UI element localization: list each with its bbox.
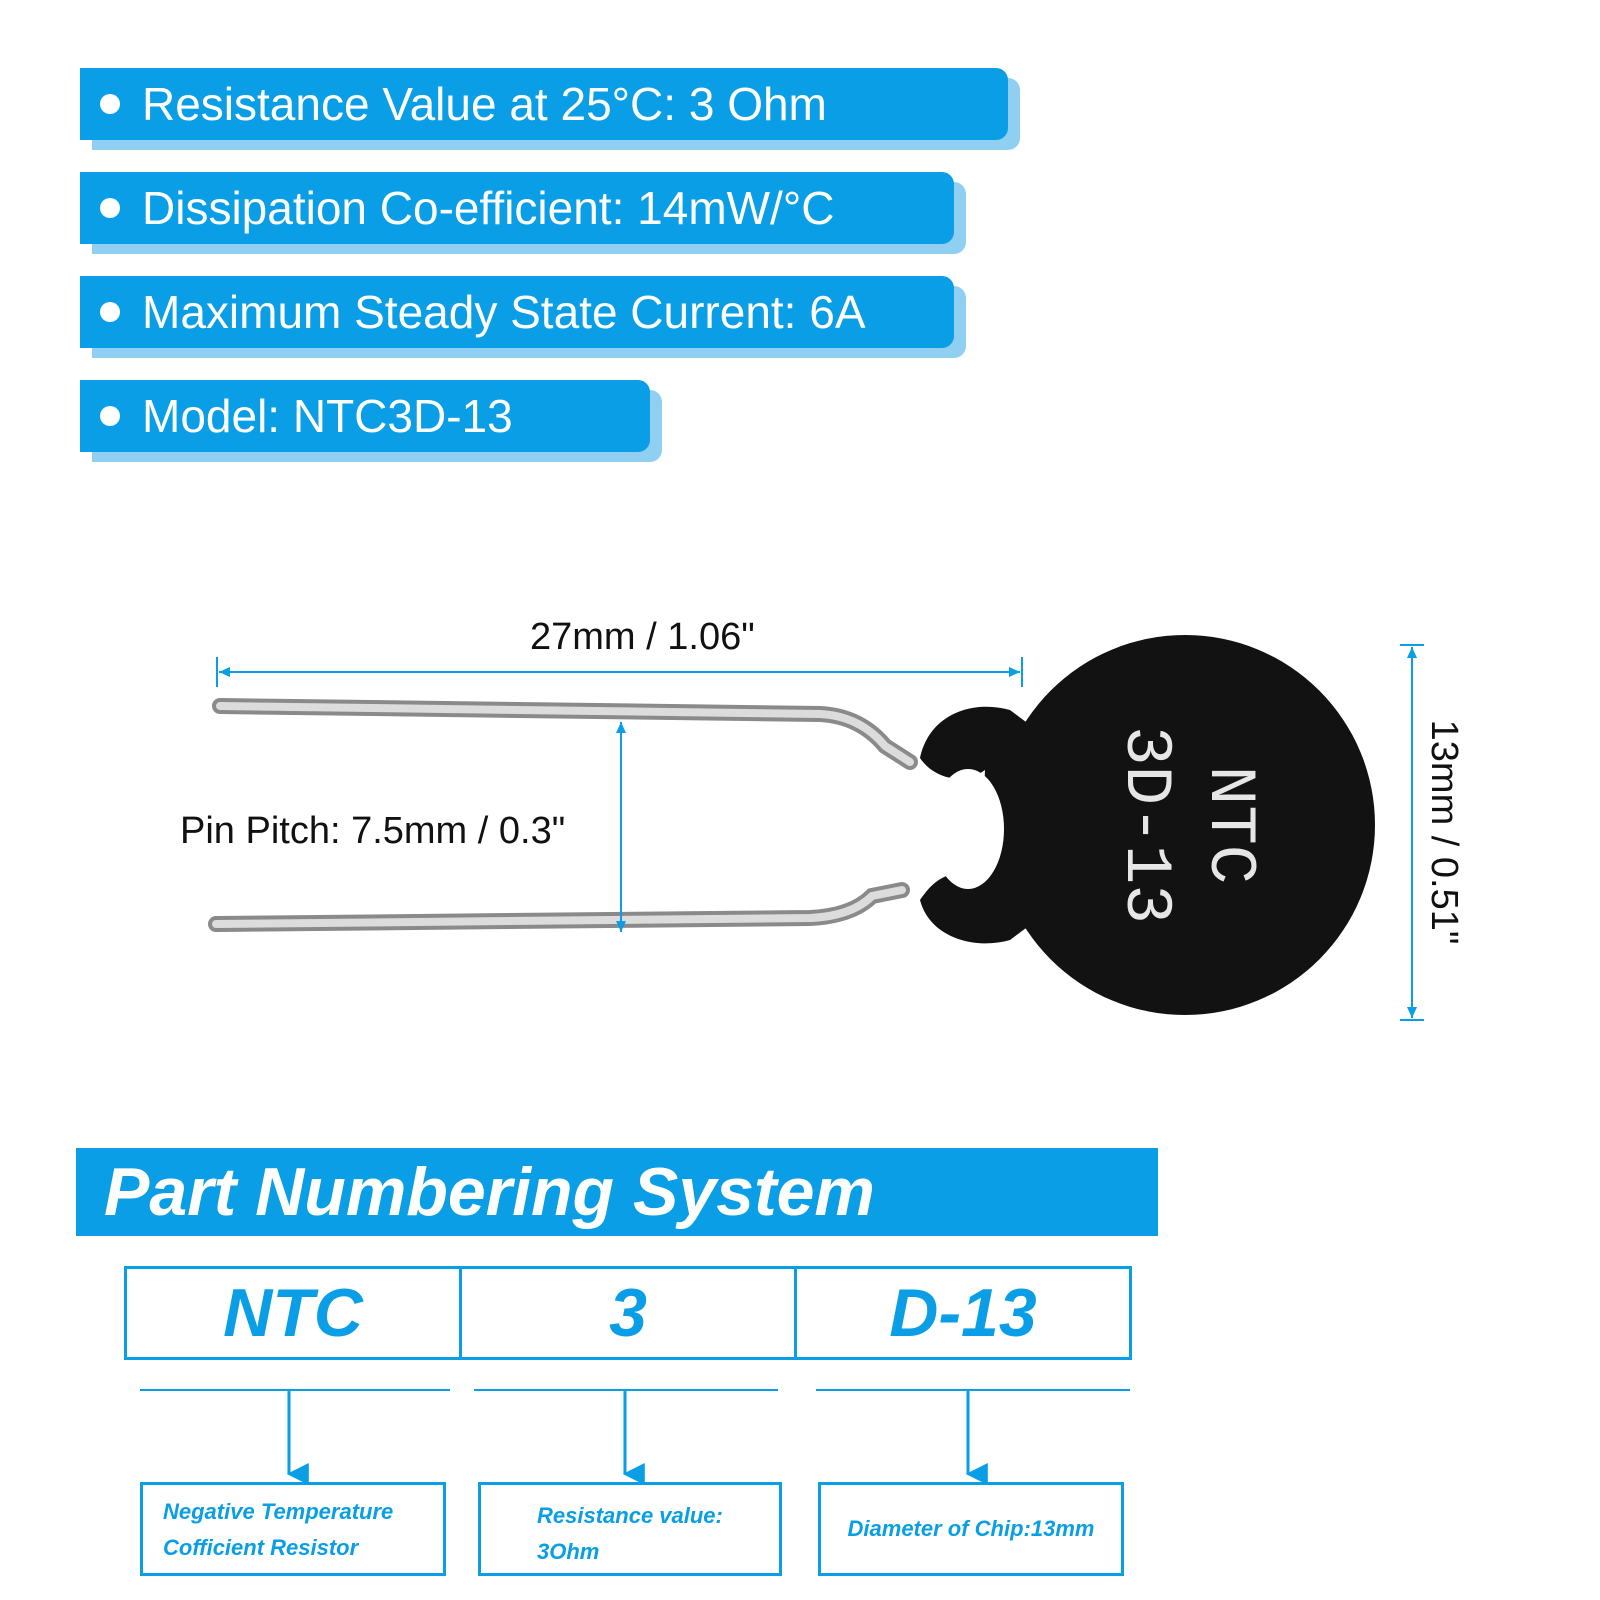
spec-banner-current: Maximum Steady State Current: 6A bbox=[80, 276, 966, 358]
spec-text: Resistance Value at 25°C: 3 Ohm bbox=[142, 78, 827, 130]
connector-resistance bbox=[474, 1389, 778, 1485]
desc-diameter-line1: Diameter of Chip:13mm bbox=[847, 1516, 1095, 1541]
thermistor-leads bbox=[208, 698, 918, 932]
bullet-icon bbox=[100, 302, 120, 322]
spec-banner-model: Model: NTC3D-13 bbox=[80, 380, 662, 462]
desc-ntc-line2: Cofficient Resistor bbox=[163, 1535, 359, 1560]
part-code-ntc: NTC bbox=[223, 1275, 363, 1351]
bullet-icon bbox=[100, 198, 120, 218]
spec-text: Model: NTC3D-13 bbox=[142, 390, 513, 442]
spec-banner-bar bbox=[80, 380, 650, 452]
connector-ntc bbox=[140, 1389, 450, 1485]
thermistor-diagram: NTC 3D-13 13mm / 0.51" bbox=[208, 635, 1465, 1021]
length-dimension-line bbox=[216, 657, 1023, 687]
spec-banner-bar bbox=[80, 172, 954, 244]
pin-pitch-label: Pin Pitch: 7.5mm / 0.3" bbox=[180, 810, 566, 852]
spec-banner-bar bbox=[80, 276, 954, 348]
spec-banner-resistance: Resistance Value at 25°C: 3 Ohm bbox=[80, 68, 1020, 150]
spec-text: Maximum Steady State Current: 6A bbox=[142, 286, 866, 338]
part-code-resistance: 3 bbox=[459, 1269, 794, 1357]
bullet-icon bbox=[100, 406, 120, 426]
desc-ntc-line1: Negative Temperature bbox=[163, 1499, 394, 1524]
desc-box-resistance: Resistance value: 3Ohm bbox=[478, 1482, 782, 1576]
connector-diameter bbox=[816, 1389, 1130, 1485]
body-marking-ntc: NTC bbox=[1192, 766, 1267, 885]
spec-banner-dissipation: Dissipation Co-efficient: 14mW/°C bbox=[80, 172, 966, 254]
part-numbering-banner: Part Numbering System bbox=[76, 1148, 1158, 1236]
spec-banner-bar bbox=[80, 68, 1008, 140]
desc-box-diameter: Diameter of Chip:13mm bbox=[818, 1482, 1124, 1576]
bullet-icon bbox=[100, 94, 120, 114]
spec-text: Dissipation Co-efficient: 14mW/°C bbox=[142, 182, 835, 234]
diameter-dimension-line bbox=[1400, 644, 1424, 1021]
part-number-table: NTC 3 D-13 bbox=[124, 1266, 1132, 1360]
desc-box-ntc: Negative Temperature Cofficient Resistor bbox=[140, 1482, 446, 1576]
body-marking-model: 3D-13 bbox=[1108, 726, 1183, 924]
part-numbering-title: Part Numbering System bbox=[104, 1154, 875, 1230]
thermistor-body: NTC 3D-13 bbox=[920, 635, 1375, 1015]
length-label: 27mm / 1.06" bbox=[530, 616, 755, 658]
desc-resistance-line1: Resistance value: bbox=[537, 1503, 723, 1528]
part-code-diameter: D-13 bbox=[794, 1269, 1129, 1357]
diameter-label: 13mm / 0.51" bbox=[1423, 720, 1465, 945]
desc-resistance-line2: 3Ohm bbox=[537, 1539, 600, 1564]
